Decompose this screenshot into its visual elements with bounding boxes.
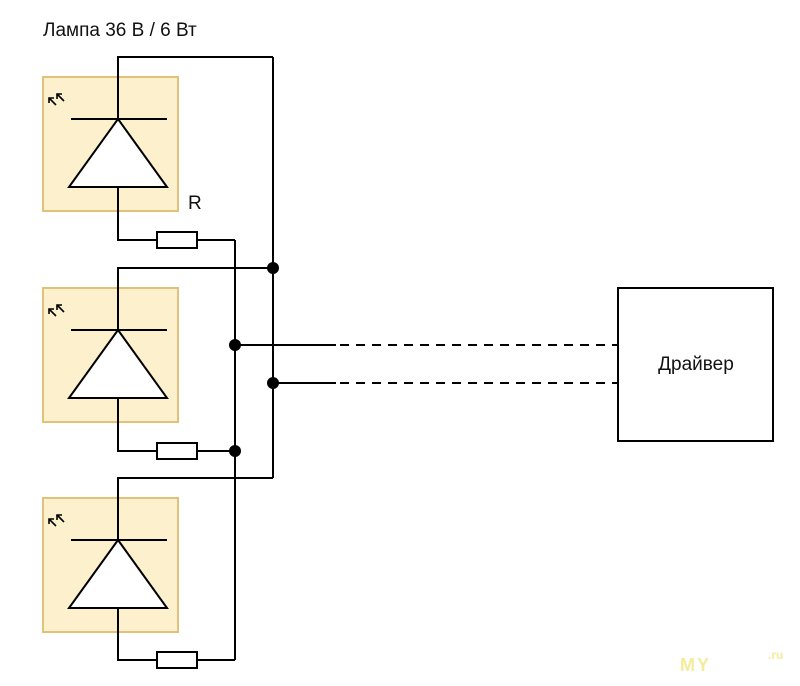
- resistor-label: R: [188, 193, 202, 214]
- junction-dot: [267, 262, 279, 274]
- resistor-3: [156, 651, 198, 669]
- junction-dot: [267, 377, 279, 389]
- led-emission-arrows-icon: [48, 304, 65, 317]
- anode-feed-wire: [117, 267, 273, 288]
- watermark-suffix: .ru: [768, 648, 784, 662]
- led-lamp-3: [42, 497, 179, 633]
- cathode-wire: [117, 632, 157, 661]
- led-emission-arrows-icon: [48, 93, 65, 106]
- anode-feed-wire: [117, 477, 273, 498]
- watermark: MY: [680, 655, 711, 675]
- driver-label: Драйвер: [658, 354, 734, 375]
- junction-dot: [229, 445, 241, 457]
- led-lamp-1: [42, 76, 179, 212]
- resistor-2: [156, 442, 198, 460]
- anode-feed-wire: [117, 56, 273, 77]
- led-emission-arrows-icon: [48, 514, 65, 527]
- diagram-title: Лампа 36 В / 6 Вт: [43, 20, 197, 41]
- driver-box: [617, 287, 774, 442]
- cathode-wire: [117, 422, 157, 452]
- cathode-wire: [117, 211, 157, 241]
- resistor-1: [156, 231, 198, 249]
- led-lamp-2: [42, 287, 179, 423]
- junction-dot: [229, 339, 241, 351]
